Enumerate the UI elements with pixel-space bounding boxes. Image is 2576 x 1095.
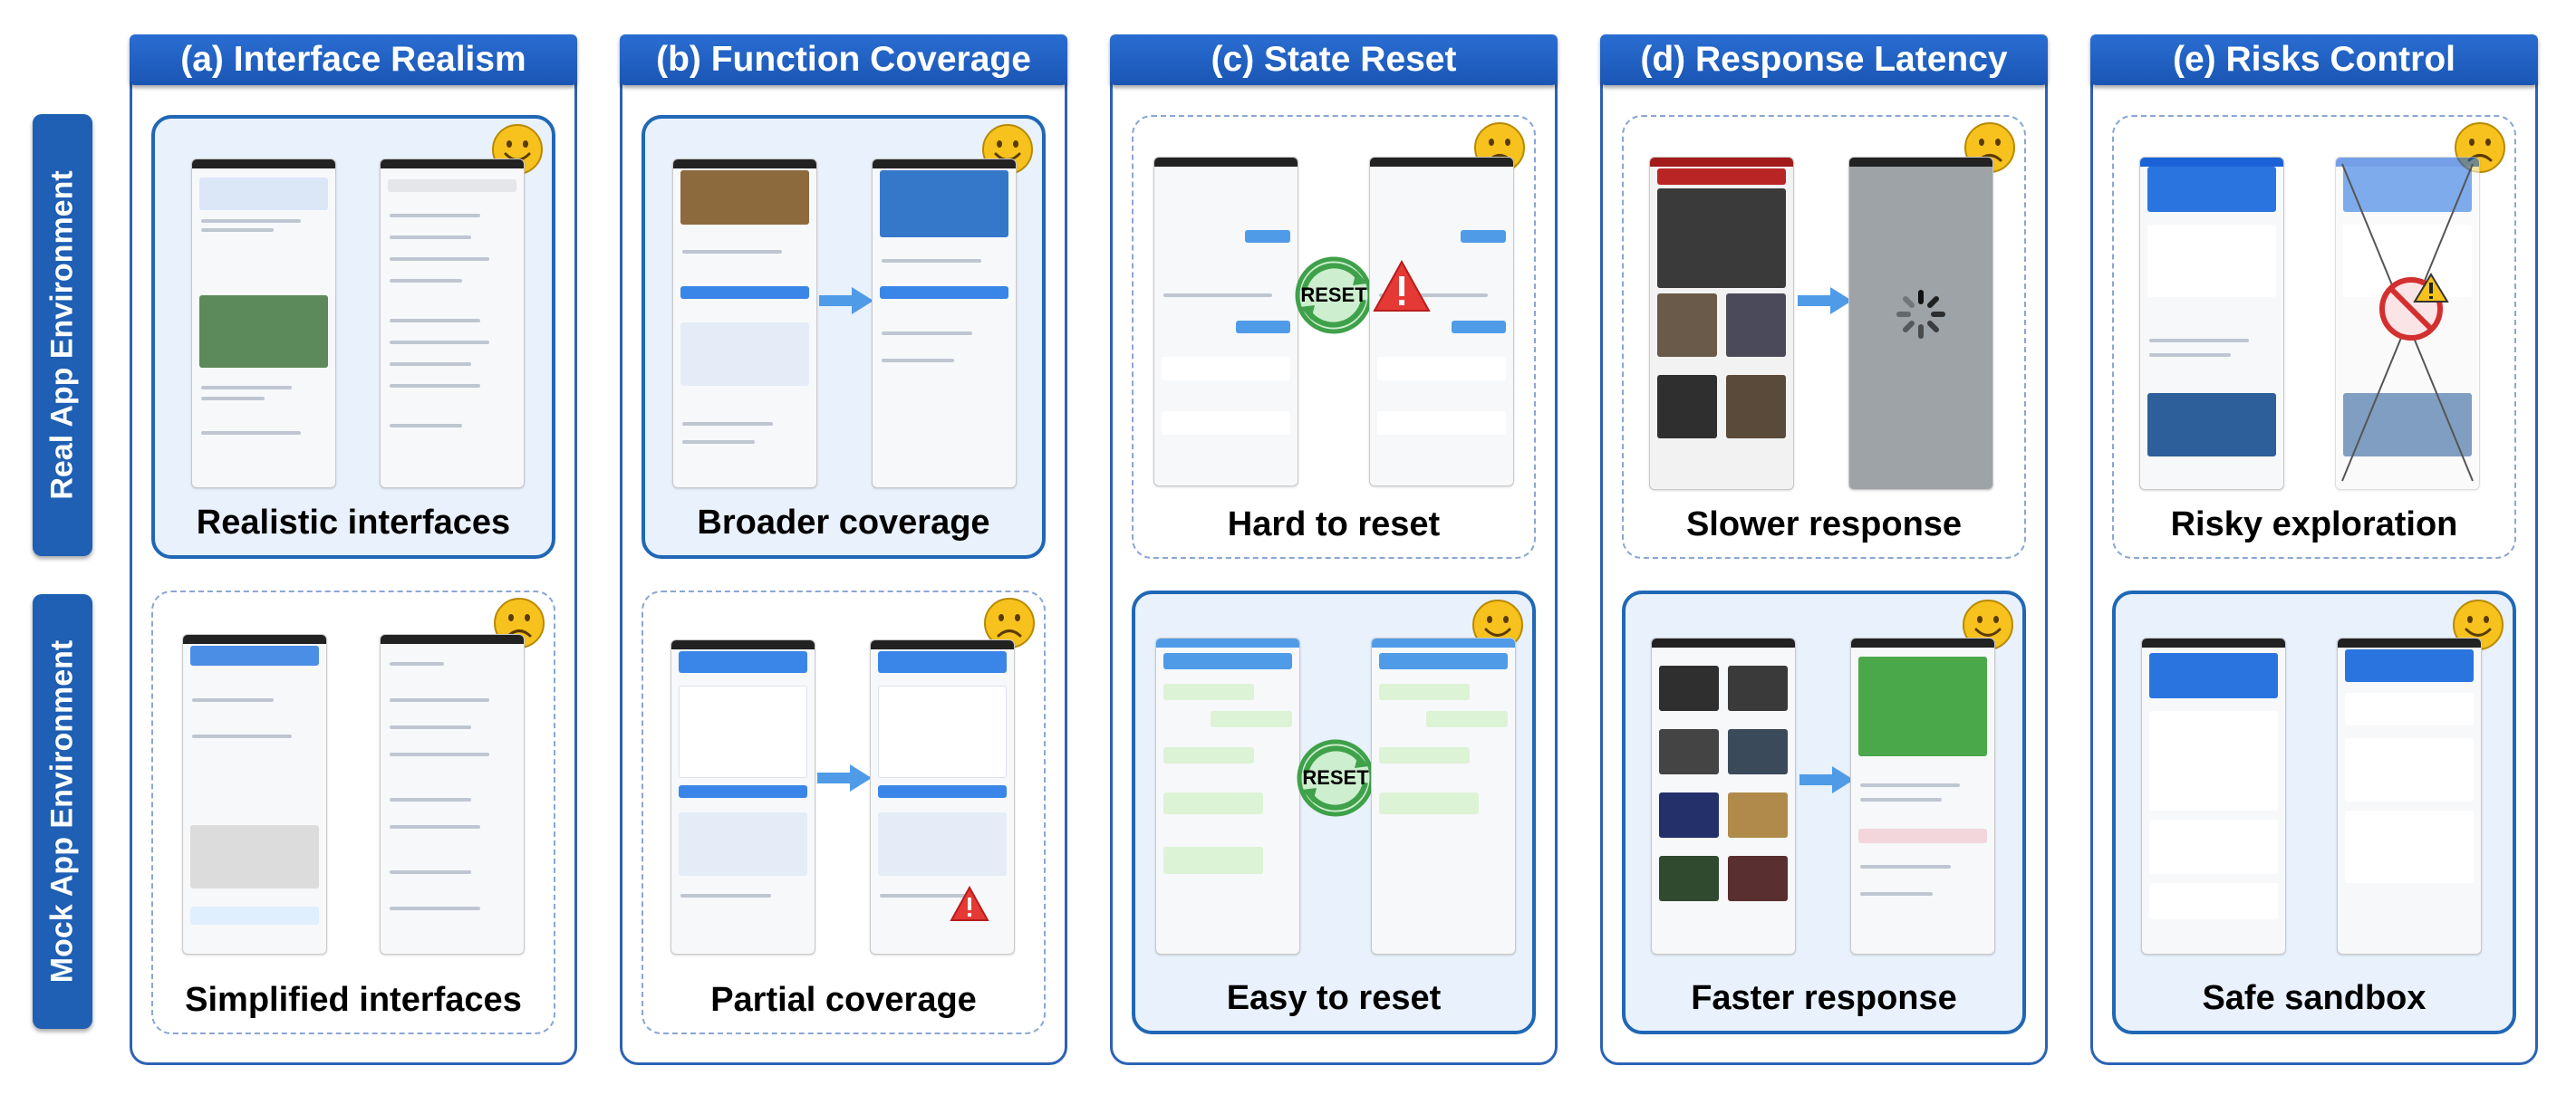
phone-mockup-video-feed [1649, 157, 1794, 490]
warning-icon [950, 886, 989, 921]
column-header-risks-control: (e) Risks Control [2090, 34, 2538, 85]
caption-simplified-interfaces: Simplified interfaces [185, 981, 522, 1019]
column-header-function-coverage: (b) Function Coverage [620, 34, 1067, 85]
caption-partial-coverage: Partial coverage [710, 981, 977, 1019]
phone-mockup-mock-wallet [2337, 638, 2482, 955]
right-arrow-icon [1799, 766, 1854, 793]
panel-realistic-interfaces: Realistic interfaces [151, 115, 555, 559]
phone-mockup-travel-home [672, 158, 817, 488]
stop-hand-warning-icon [2379, 273, 2449, 341]
right-arrow-icon [819, 287, 873, 314]
panel-partial-coverage: Partial coverage [642, 591, 1046, 1034]
phone-mockup-mock-video-feed [1651, 638, 1796, 955]
phone-mockup-simple-settings [380, 634, 525, 955]
caption-realistic-interfaces: Realistic interfaces [196, 504, 511, 542]
panel-broader-coverage: Broader coverage [642, 115, 1046, 559]
phone-mockup-mock-payment [2141, 638, 2286, 955]
phone-mockup-mock-chat-after [1371, 638, 1516, 955]
right-arrow-icon [817, 764, 872, 792]
caption-safe-sandbox: Safe sandbox [2202, 979, 2426, 1017]
phone-mockup-simple-feed [182, 634, 327, 955]
phone-mockup-chat-before [1153, 157, 1298, 486]
warning-icon [1373, 260, 1431, 312]
phone-mockup-social-feed [191, 158, 336, 488]
reset-badge-label: RESET [1300, 283, 1367, 306]
row-label-real-text: Real App Environment [44, 170, 80, 500]
caption-faster-response: Faster response [1691, 979, 1957, 1017]
reset-cycle-icon [1297, 739, 1375, 817]
row-label-mock: Mock App Environment [33, 594, 92, 1029]
caption-broader-coverage: Broader coverage [697, 504, 990, 542]
caption-risky-exploration: Risky exploration [2170, 505, 2458, 543]
phone-mockup-mock-travel-2 [870, 639, 1015, 955]
caption-easy-to-reset: Easy to reset [1226, 979, 1442, 1017]
caption-hard-to-reset: Hard to reset [1227, 505, 1441, 543]
panel-risky-exploration: Risky exploration [2112, 115, 2516, 559]
phone-mockup-video-loading [1848, 157, 1993, 490]
reset-badge-label: RESET [1302, 766, 1369, 789]
column-header-state-reset: (c) State Reset [1110, 34, 1558, 85]
phone-mockup-chat-after [1369, 157, 1514, 486]
panel-safe-sandbox: Safe sandbox [2112, 591, 2516, 1034]
phone-mockup-mock-travel [671, 639, 815, 955]
phone-mockup-train-search [872, 158, 1017, 488]
row-label-real: Real App Environment [33, 114, 92, 556]
right-arrow-icon [1798, 287, 1852, 314]
phone-mockup-mock-chat-before [1155, 638, 1300, 955]
caption-slower-response: Slower response [1685, 505, 1963, 543]
phone-mockup-settings [380, 158, 525, 488]
panel-easy-to-reset: RESET Easy to reset [1132, 591, 1536, 1034]
phone-mockup-mock-video-player [1850, 638, 1995, 955]
column-header-response-latency: (d) Response Latency [1600, 34, 2048, 85]
phone-mockup-payment-app [2139, 157, 2284, 490]
panel-faster-response: Faster response [1622, 591, 2026, 1034]
column-header-interface-realism: (a) Interface Realism [130, 34, 577, 85]
row-label-mock-text: Mock App Environment [44, 639, 80, 984]
panel-slower-response: Slower response [1622, 115, 2026, 559]
loading-spinner-icon [1896, 290, 1945, 339]
panel-hard-to-reset: RESET Hard to reset [1132, 115, 1536, 559]
panel-simplified-interfaces: Simplified interfaces [151, 591, 555, 1034]
